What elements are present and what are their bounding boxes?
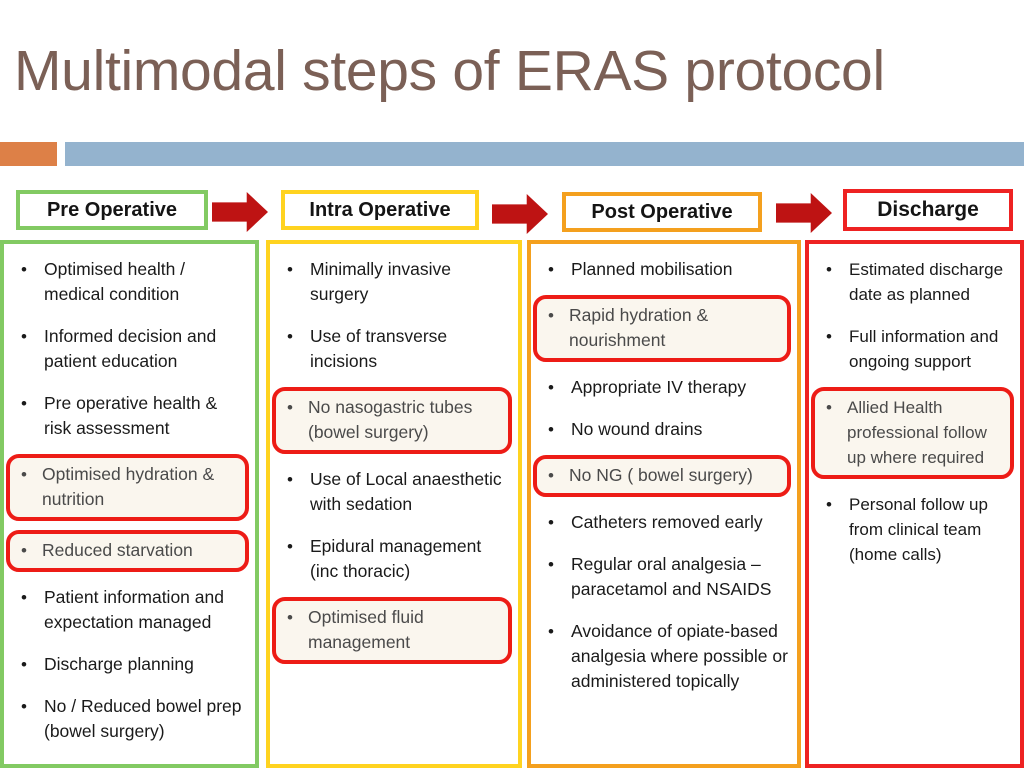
checklist-item: • Personal follow up from clinical team (… (813, 488, 1014, 571)
bullet-icon: • (548, 555, 554, 574)
checklist-item-highlighted: • Rapid hydration & nourishment (533, 295, 791, 362)
checklist-item-label: No NG ( bowel surgery) (569, 465, 753, 485)
bullet-icon: • (21, 260, 27, 279)
phase-header-post-operative[interactable]: Post Operative (562, 192, 762, 232)
bullet-icon: • (21, 327, 27, 346)
bullet-icon: • (548, 513, 554, 532)
column-pre-operative: • Optimised health / medical condition • In… (0, 240, 259, 768)
checklist-item-label: Avoidance of opiate-based analgesia wher… (571, 621, 788, 691)
checklist-item: • Informed decision and patient education (8, 320, 249, 378)
bullet-icon: • (287, 470, 293, 489)
checklist-item-label: Patient information and expectation mana… (44, 587, 224, 632)
checklist-item: • Use of transverse incisions (274, 320, 512, 378)
checklist-item-highlighted: • Reduced starvation (6, 530, 249, 572)
checklist-item-label: Use of transverse incisions (310, 326, 448, 371)
checklist-item-label: Optimised hydration & nutrition (42, 464, 215, 509)
checklist-item-label: Allied Health professional follow up whe… (847, 398, 987, 467)
bullet-icon: • (287, 398, 293, 417)
checklist-item: • Optimised health / medical condition (8, 253, 249, 311)
blue-divider-bar (65, 142, 1024, 166)
bullet-icon: • (21, 541, 27, 560)
checklist-item: • Minimally invasive surgery (274, 253, 512, 311)
checklist-item-label: Personal follow up from clinical team (h… (849, 495, 988, 564)
checklist-item-label: Rapid hydration & nourishment (569, 305, 709, 350)
phase-header-discharge[interactable]: Discharge (843, 189, 1013, 231)
bullet-icon: • (21, 655, 27, 674)
bullet-icon: • (21, 465, 27, 484)
checklist-item: • Regular oral analgesia – paracetamol an… (535, 548, 791, 606)
checklist-item-highlighted: • Optimised hydration & nutrition (6, 454, 249, 521)
checklist-item: • Pre operative health & risk assessment (8, 387, 249, 445)
bullet-icon: • (826, 495, 832, 514)
phase-header-label: Intra Operative (309, 198, 451, 221)
bullet-icon: • (548, 260, 554, 279)
bullet-icon: • (548, 420, 554, 439)
bullet-icon: • (21, 697, 27, 716)
bullet-icon: • (826, 327, 832, 346)
checklist-item-highlighted: • No nasogastric tubes (bowel surgery) (272, 387, 512, 454)
bullet-icon: • (548, 466, 554, 485)
checklist-item: • Use of Local anaesthetic with sedation (274, 463, 512, 521)
bullet-icon: • (548, 378, 554, 397)
column-post-operative: • Planned mobilisation • Rapid hydration & … (527, 240, 801, 768)
checklist-item: • Catheters removed early (535, 506, 791, 539)
phase-header-label: Pre Operative (46, 198, 178, 221)
checklist-item-label: Regular oral analgesia – paracetamol and… (571, 554, 772, 599)
checklist-item-label: Reduced starvation (42, 540, 193, 560)
checklist-item-label: No wound drains (571, 419, 703, 439)
checklist-item-label: Minimally invasive surgery (310, 259, 452, 304)
checklist-item-label: Optimised fluid management (308, 607, 424, 652)
checklist-item-label: Pre operative health & risk assessment (44, 393, 218, 438)
bullet-icon: • (287, 260, 293, 279)
bullet-icon: • (287, 537, 293, 556)
checklist-item-label: Epidural management (inc thoracic) (310, 536, 482, 581)
checklist-item: • Planned mobilisation (535, 253, 791, 286)
checklist-item-label: No / Reduced bowel prep (bowel surgery) (44, 696, 242, 741)
checklist-item-label: Catheters removed early (571, 512, 763, 532)
phase-header-pre-operative[interactable]: Pre Operative (16, 190, 208, 230)
bullet-icon: • (548, 622, 554, 641)
checklist-item: • No wound drains (535, 413, 791, 446)
bullet-icon: • (287, 327, 293, 346)
checklist-item: • Estimated discharge date as planned (813, 253, 1014, 311)
column-intra-operative: • Minimally invasive surgery • Use of trans… (266, 240, 522, 768)
decorative-bar-row (0, 142, 1024, 166)
phase-header-row: Pre Operative Intra Operative Post Opera… (0, 189, 1024, 236)
bullet-icon: • (826, 398, 832, 417)
checklist-item-label: Estimated discharge date as planned (849, 260, 1004, 304)
checklist-item: • Discharge planning (8, 648, 249, 681)
bullet-icon: • (548, 306, 554, 325)
bullet-icon: • (21, 394, 27, 413)
checklist-item-highlighted: • No NG ( bowel surgery) (533, 455, 791, 497)
column-discharge: • Estimated discharge date as planned • Ful… (805, 240, 1024, 768)
checklist-item-label: Use of Local anaesthetic with sedation (310, 469, 502, 514)
phase-header-intra-operative[interactable]: Intra Operative (281, 190, 479, 230)
checklist-item-highlighted: • Optimised fluid management (272, 597, 512, 664)
bullet-icon: • (21, 588, 27, 607)
checklist-item: • Epidural management (inc thoracic) (274, 530, 512, 588)
checklist-item-highlighted: • Allied Health professional follow up wh… (811, 387, 1014, 479)
checklist-item-label: No nasogastric tubes (bowel surgery) (308, 397, 473, 442)
checklist-item: • Avoidance of opiate-based analgesia whe… (535, 615, 791, 698)
page-title: Multimodal steps of ERAS protocol (14, 39, 885, 103)
checklist-item-label: Informed decision and patient education (44, 326, 217, 371)
checklist-item-label: Discharge planning (44, 654, 194, 674)
checklist-item-label: Appropriate IV therapy (571, 377, 747, 397)
bullet-icon: • (826, 260, 832, 279)
checklist-item: • No / Reduced bowel prep (bowel surgery) (8, 690, 249, 748)
orange-accent-block (0, 142, 57, 166)
checklist-item: • Full information and ongoing support (813, 320, 1014, 378)
bullet-icon: • (287, 608, 293, 627)
checklist-item-label: Full information and ongoing support (849, 327, 999, 371)
phase-header-label: Post Operative (591, 200, 733, 223)
checklist-item-label: Planned mobilisation (571, 259, 733, 279)
phase-header-label: Discharge (877, 198, 979, 221)
checklist-item: • Patient information and expectation man… (8, 581, 249, 639)
phase-columns: • Optimised health / medical condition • In… (0, 240, 1024, 768)
checklist-item: • Appropriate IV therapy (535, 371, 791, 404)
checklist-item-label: Optimised health / medical condition (44, 259, 186, 304)
